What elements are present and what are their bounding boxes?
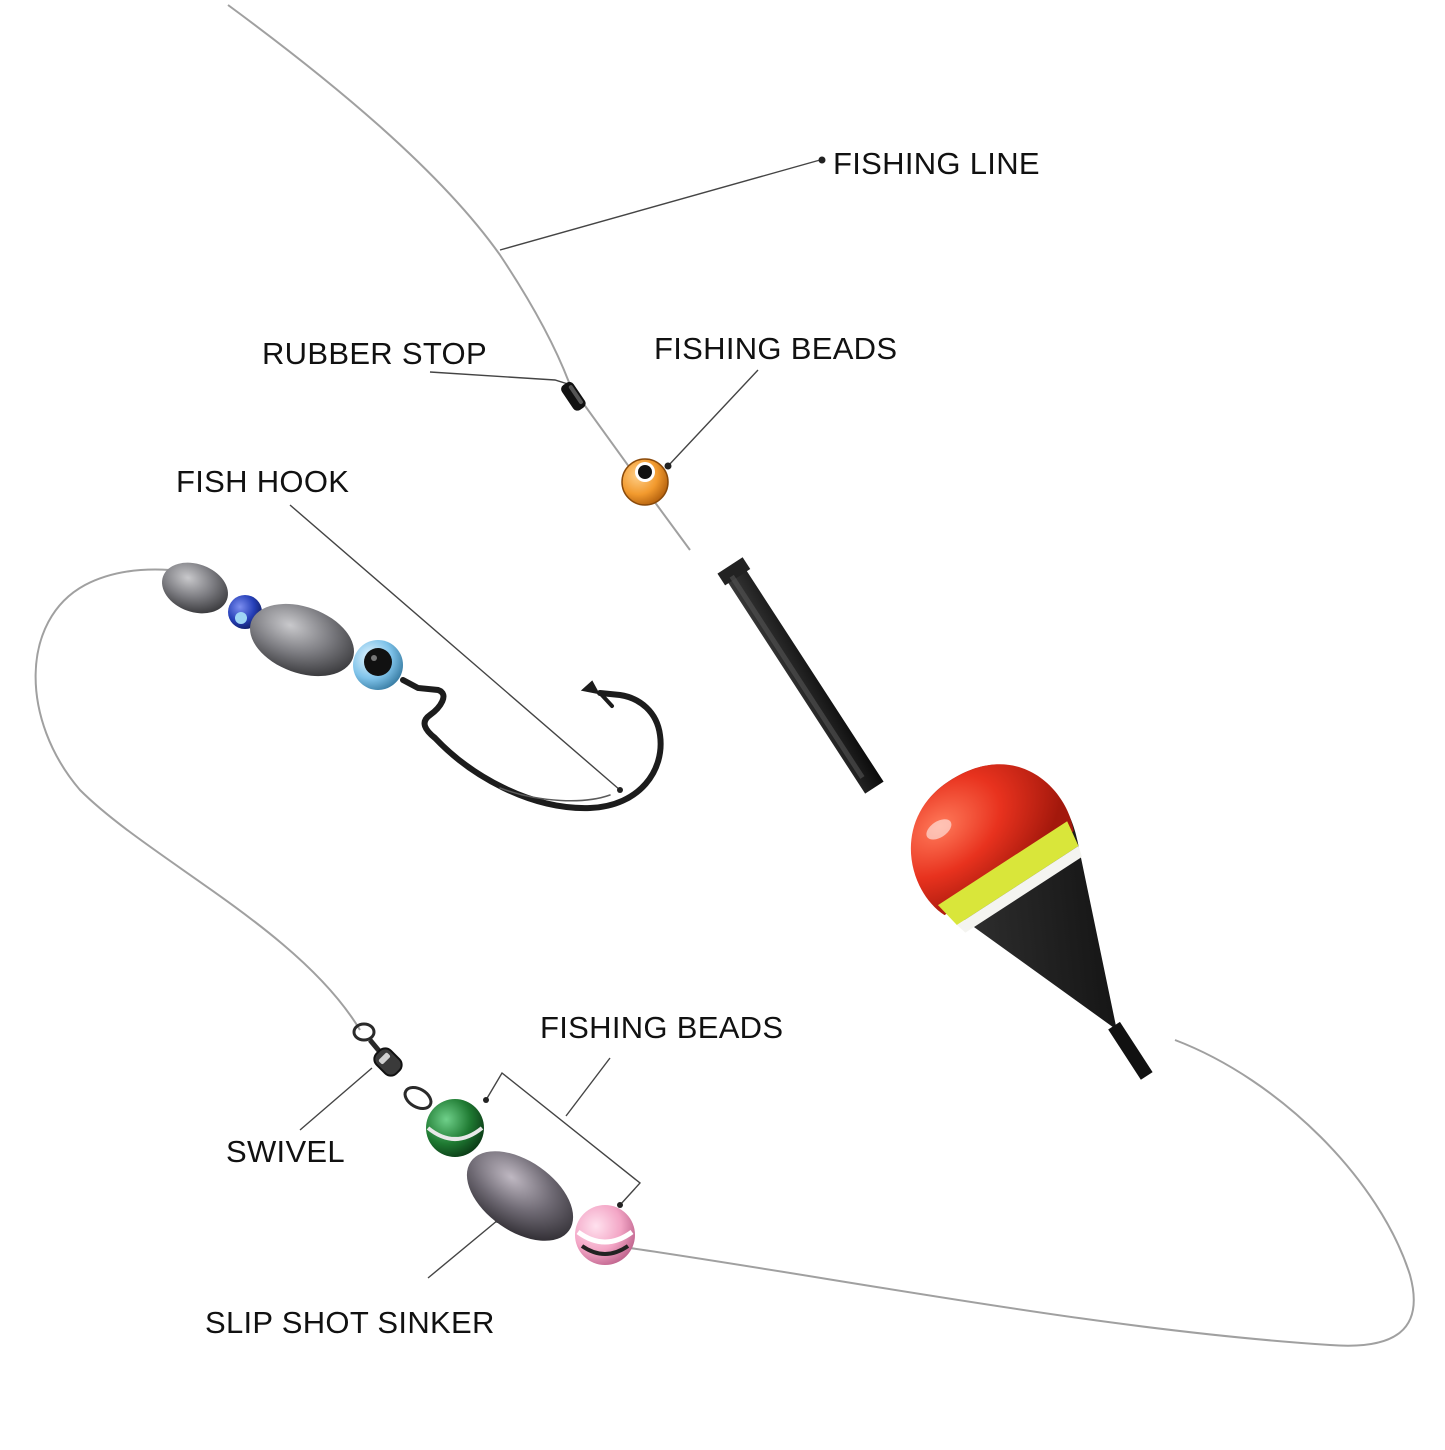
rubber-stop [561,381,586,411]
float-stem [717,557,884,794]
label-swivel: SWIVEL [226,1134,345,1169]
green-bead [426,1099,484,1157]
small-sinker-top [162,562,228,614]
light-blue-bead [353,640,403,690]
label-fishing-beads-bottom: FISHING BEADS [540,1010,784,1045]
lower-line [629,1039,1415,1347]
label-slip-shot-sinker: SLIP SHOT SINKER [205,1305,495,1340]
label-fish-hook: FISH HOOK [176,464,350,499]
fish-hook [400,677,664,812]
label-fishing-beads-top: FISHING BEADS [654,331,898,366]
float-body [911,764,1153,1080]
main-line [227,4,691,551]
orange-bead [621,458,669,506]
callout-dots [483,156,826,1223]
swivel [352,1022,433,1110]
callout-lines [289,159,821,1279]
label-rubber-stop: RUBBER STOP [262,336,487,371]
large-sinker-top [250,603,354,677]
leader-line [34,568,361,1031]
slip-shot-sinker [466,1151,574,1241]
label-fishing-line: FISHING LINE [833,146,1040,181]
pink-bead [575,1205,635,1265]
